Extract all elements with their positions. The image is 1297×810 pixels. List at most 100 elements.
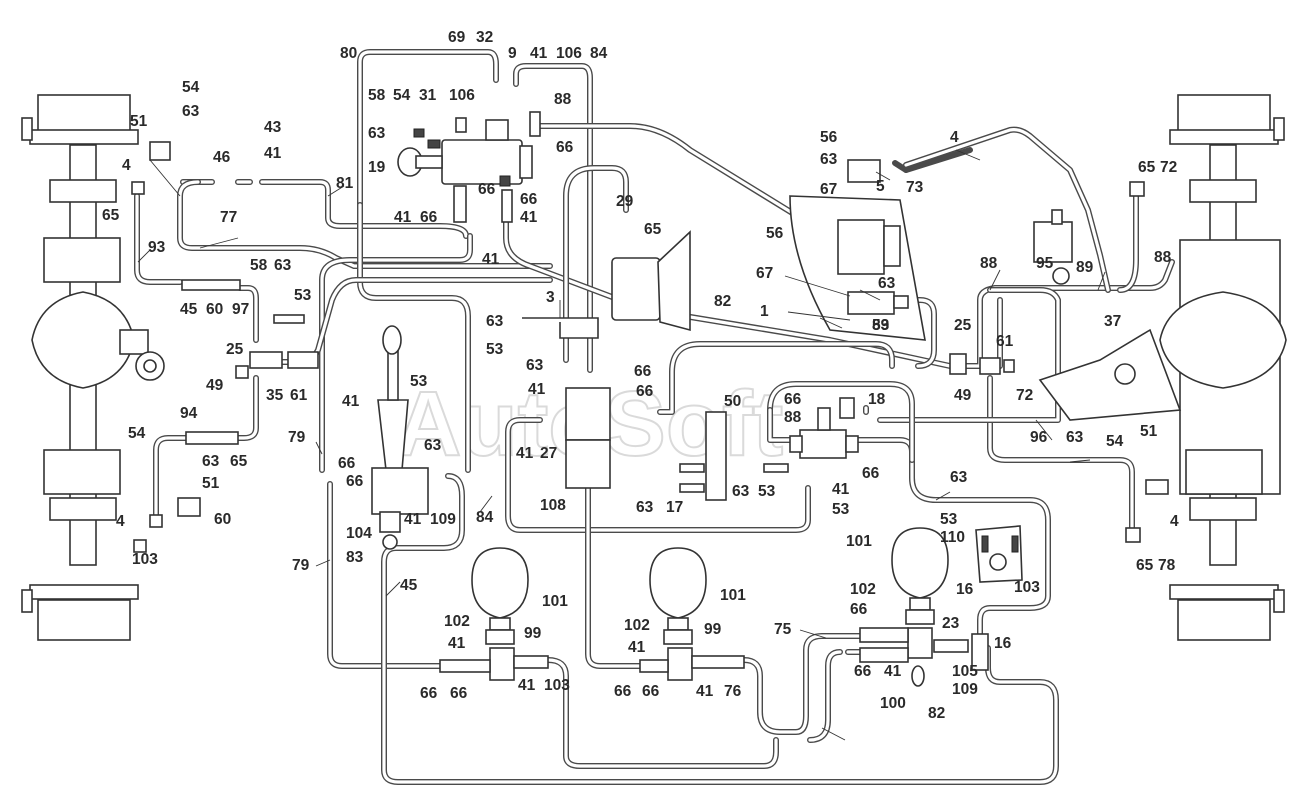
callout: 54 (182, 79, 200, 96)
callout: 5 (876, 178, 885, 195)
callout: 41 (404, 511, 422, 528)
callout: 16 (994, 635, 1012, 652)
callout: 41 (264, 145, 282, 162)
callout: 63 (424, 437, 442, 454)
callout: 41 (530, 45, 548, 62)
callout: 63 (1066, 429, 1084, 446)
callout: 65 (230, 453, 248, 470)
callout: 41 (520, 209, 538, 226)
callout: 18 (868, 391, 886, 408)
callout: 101 (542, 593, 568, 610)
callout: 53 (940, 511, 958, 528)
callout: 63 (274, 257, 292, 274)
callout: 109 (430, 511, 456, 528)
callout: 67 (756, 265, 773, 282)
callout: 82 (928, 705, 945, 722)
callout: 84 (590, 45, 608, 62)
callout: 65 (102, 207, 120, 224)
callout: 41 (518, 677, 536, 694)
callout: 79 (292, 557, 310, 574)
callout: 106 (449, 87, 475, 104)
callout: 102 (850, 581, 876, 598)
callout: 41 (482, 251, 500, 268)
callout: 66 (556, 139, 574, 156)
callout: 66 (478, 181, 496, 198)
callout: 29 (616, 193, 634, 210)
callout: 41 (832, 481, 850, 498)
callout: 32 (476, 29, 493, 46)
callout: 46 (213, 149, 231, 166)
callout: 51 (202, 475, 220, 492)
callout: 58 (250, 257, 268, 274)
callout: 54 (393, 87, 411, 104)
callout: 88 (980, 255, 998, 272)
callout: 60 (206, 301, 223, 318)
callout: 41 (696, 683, 714, 700)
callout: 63 (636, 499, 654, 516)
callout: 66 (642, 683, 660, 700)
callout: 9 (508, 45, 517, 62)
callout: 93 (148, 239, 166, 256)
callout: 99 (704, 621, 722, 638)
callout: 41 (516, 445, 534, 462)
callout: 105 (952, 663, 978, 680)
callout: 53 (410, 373, 428, 390)
callout: 37 (1104, 313, 1121, 330)
leader-lines (137, 149, 1106, 741)
callout: 31 (419, 87, 437, 104)
callout: 4 (950, 129, 959, 146)
callout: 27 (540, 445, 557, 462)
callout: 69 (448, 29, 466, 46)
callout: 1 (760, 303, 769, 320)
callout: 77 (220, 209, 237, 226)
callout: 53 (486, 341, 504, 358)
callout: 89 (1076, 259, 1094, 276)
callout: 4 (116, 513, 125, 530)
callout: 81 (336, 175, 354, 192)
callout: 88 (1154, 249, 1172, 266)
callout-labels: 69 32 9 41 106 84 80 58 54 31 106 88 63 … (102, 29, 1179, 722)
callout: 63 (202, 453, 220, 470)
callout: 102 (624, 617, 650, 634)
callout: 66 (338, 455, 356, 472)
callout: 65 (1138, 159, 1156, 176)
right-axle (1159, 94, 1287, 641)
callout: 94 (180, 405, 198, 422)
callout: 104 (346, 525, 372, 542)
callout: 19 (368, 159, 386, 176)
callout: 56 (820, 129, 838, 146)
callout: 54 (1106, 433, 1124, 450)
callout: 66 (636, 383, 654, 400)
callout: 101 (720, 587, 746, 604)
callout: 63 (526, 357, 544, 374)
callout: 66 (450, 685, 468, 702)
callout: 66 (784, 391, 802, 408)
callout: 17 (666, 499, 683, 516)
callout: 51 (1140, 423, 1158, 440)
callout: 63 (878, 275, 896, 292)
pipe-network (134, 49, 1175, 785)
callout: 79 (288, 429, 306, 446)
callout: 41 (628, 639, 646, 656)
callout: 110 (940, 529, 965, 546)
callout: 84 (476, 509, 494, 526)
callout: 23 (942, 615, 960, 632)
callout: 35 (266, 387, 284, 404)
callout: 53 (832, 501, 850, 518)
callout: 4 (122, 157, 131, 174)
callout: 56 (766, 225, 784, 242)
callout: 99 (524, 625, 542, 642)
callout: 88 (784, 409, 802, 426)
callout: 101 (846, 533, 872, 550)
callout: 106 (556, 45, 582, 62)
callout: 102 (444, 613, 470, 630)
callout: 73 (906, 179, 924, 196)
callout: 76 (724, 683, 742, 700)
callout: 80 (340, 45, 357, 62)
callout: 49 (206, 377, 224, 394)
callout: 66 (520, 191, 538, 208)
callout: 41 (342, 393, 360, 410)
callout: 45 (400, 577, 418, 594)
callout: 88 (554, 91, 572, 108)
callout: 63 (368, 125, 386, 142)
